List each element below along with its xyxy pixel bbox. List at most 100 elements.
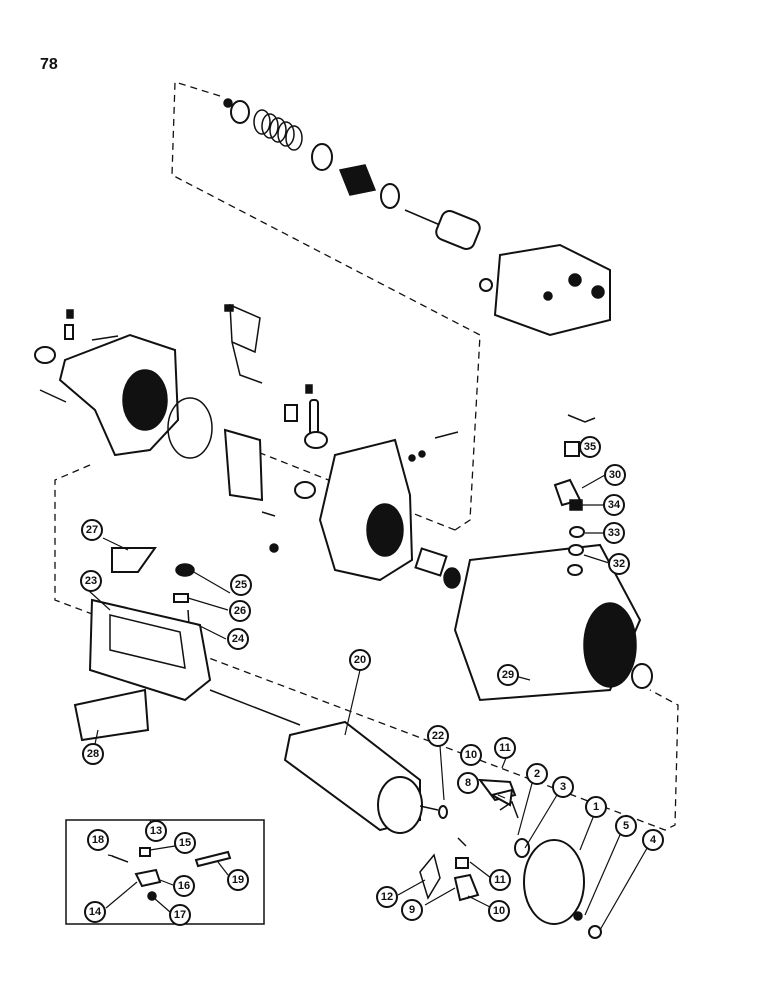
- callout-15: 15: [174, 832, 196, 854]
- housing-bore: [122, 369, 168, 431]
- callout-27: 27: [81, 519, 103, 541]
- callout-label: 17: [174, 909, 186, 921]
- callout-11-lower: 11: [489, 869, 511, 891]
- ring: [418, 450, 426, 458]
- callout-label: 28: [87, 748, 99, 760]
- callout-label: 18: [92, 834, 104, 846]
- callout-33: 33: [603, 522, 625, 544]
- callout-4: 4: [642, 829, 664, 851]
- callout-label: 22: [432, 730, 444, 742]
- shift-housing: [318, 438, 414, 582]
- callout-label: 12: [381, 891, 393, 903]
- callout-label: 11: [494, 874, 506, 886]
- callout-label: 20: [354, 654, 366, 666]
- o-ring: [304, 431, 328, 449]
- callout-20: 20: [349, 649, 371, 671]
- brush-spring: [499, 800, 519, 819]
- commutator: [377, 776, 423, 834]
- callout-3: 3: [552, 776, 574, 798]
- callout-label: 29: [502, 669, 514, 681]
- callout-35: 35: [579, 436, 601, 458]
- plug: [66, 309, 74, 319]
- washer: [230, 100, 250, 124]
- callout-18: 18: [87, 829, 109, 851]
- callout-label: 34: [608, 499, 621, 511]
- washer: [173, 593, 189, 603]
- clip: [567, 414, 596, 423]
- callout-label: 35: [584, 441, 596, 453]
- plunger-shaft: [404, 209, 441, 226]
- bracket: [194, 850, 232, 868]
- callout-12: 12: [376, 886, 398, 908]
- plunger-spring: [253, 109, 303, 151]
- pin: [309, 399, 319, 437]
- callout-label: 30: [609, 469, 621, 481]
- coil-winding: [109, 614, 186, 669]
- callout-label: 24: [232, 633, 245, 645]
- callout-label: 8: [465, 777, 471, 789]
- callout-label: 11: [499, 742, 511, 754]
- drive-pinion: [223, 428, 264, 502]
- field-frame: [453, 414, 653, 702]
- callout-9: 9: [401, 899, 423, 921]
- small-nut: [223, 98, 233, 108]
- leader-lines: [87, 446, 651, 931]
- callout-32: 32: [608, 553, 630, 575]
- pole-shoe: [73, 688, 150, 742]
- callout-29: 29: [497, 664, 519, 686]
- insulator: [455, 857, 469, 869]
- frame-bore: [583, 602, 637, 688]
- drive-housing-assembly: [34, 303, 461, 589]
- callout-label: 15: [179, 837, 191, 849]
- callout-8: 8: [457, 772, 479, 794]
- callout-label: 2: [534, 768, 540, 780]
- armature: [209, 689, 448, 834]
- callout-label: 19: [232, 874, 244, 886]
- bushing: [284, 404, 298, 422]
- solenoid-group-outline: [171, 81, 481, 531]
- callout-label: 1: [593, 801, 599, 813]
- washer: [443, 567, 461, 589]
- callout-2: 2: [526, 763, 548, 785]
- callout-label: 5: [623, 820, 629, 832]
- shaft-end: [419, 805, 439, 811]
- shift-lever: [229, 303, 263, 384]
- callout-16: 16: [173, 875, 195, 897]
- armature-shaft: [209, 689, 301, 726]
- callout-14: 14: [84, 901, 106, 923]
- nut: [269, 543, 279, 553]
- washer: [438, 805, 448, 819]
- callout-label: 23: [85, 575, 97, 587]
- housing-group-outline: [54, 444, 679, 831]
- callout-23: 23: [80, 570, 102, 592]
- bushing: [34, 346, 56, 364]
- solenoid-housing: [493, 243, 611, 337]
- callout-34: 34: [603, 494, 625, 516]
- callout-24: 24: [227, 628, 249, 650]
- lever-nut: [224, 304, 234, 312]
- callout-17: 17: [169, 904, 191, 926]
- end-frame: [523, 839, 585, 925]
- bolt: [91, 335, 119, 341]
- screw: [111, 855, 129, 863]
- terminal-insulator: [564, 441, 580, 457]
- page-number: 78: [40, 56, 58, 73]
- callout-28: 28: [82, 743, 104, 765]
- terminal-stud: [591, 285, 605, 299]
- terminal-stud: [568, 273, 582, 287]
- callout-10-upper: 10: [460, 744, 482, 766]
- screw: [261, 511, 276, 517]
- callout-13: 13: [145, 820, 167, 842]
- callout-label: 13: [150, 825, 162, 837]
- end-washer: [631, 663, 653, 689]
- washer: [567, 564, 583, 576]
- callout-22: 22: [427, 725, 449, 747]
- terminal-stud: [543, 291, 553, 301]
- callout-label: 25: [235, 579, 247, 591]
- grommet: [175, 563, 195, 577]
- callout-26: 26: [229, 600, 251, 622]
- terminal-nut: [569, 499, 583, 511]
- solenoid-assembly: [223, 98, 611, 337]
- bushing: [414, 547, 448, 577]
- inset-parts: [111, 847, 232, 901]
